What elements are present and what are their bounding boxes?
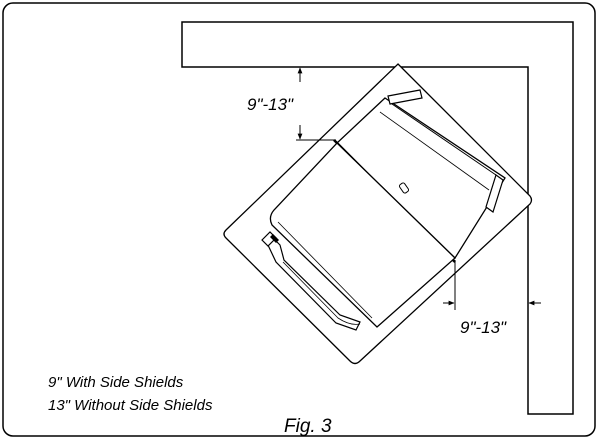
appliance-panel-line — [379, 111, 490, 191]
appliance-panel-line — [391, 103, 497, 176]
side-clearance-label: 9"-13" — [460, 318, 507, 337]
appliance-front-edge — [277, 221, 373, 319]
dimension-back-wall: 9"-13" — [247, 66, 390, 141]
dimension-side-wall: 9"-13" — [443, 260, 541, 337]
appliance-front-body — [269, 142, 456, 328]
appliance-handle-rail — [282, 261, 361, 325]
appliance-back-guard — [387, 89, 423, 105]
appliance-side-guard — [485, 174, 504, 213]
figure-caption: Fig. 3 — [284, 416, 332, 437]
appliance-vent-slot — [398, 182, 410, 194]
corner-walls — [181, 21, 574, 415]
appliance-unit — [261, 89, 506, 331]
appliance-latch — [270, 234, 279, 243]
back-clearance-label: 9"-13" — [247, 95, 294, 114]
note-with-shields: 9" With Side Shields — [48, 374, 184, 391]
note-without-shields: 13" Without Side Shields — [48, 397, 213, 414]
